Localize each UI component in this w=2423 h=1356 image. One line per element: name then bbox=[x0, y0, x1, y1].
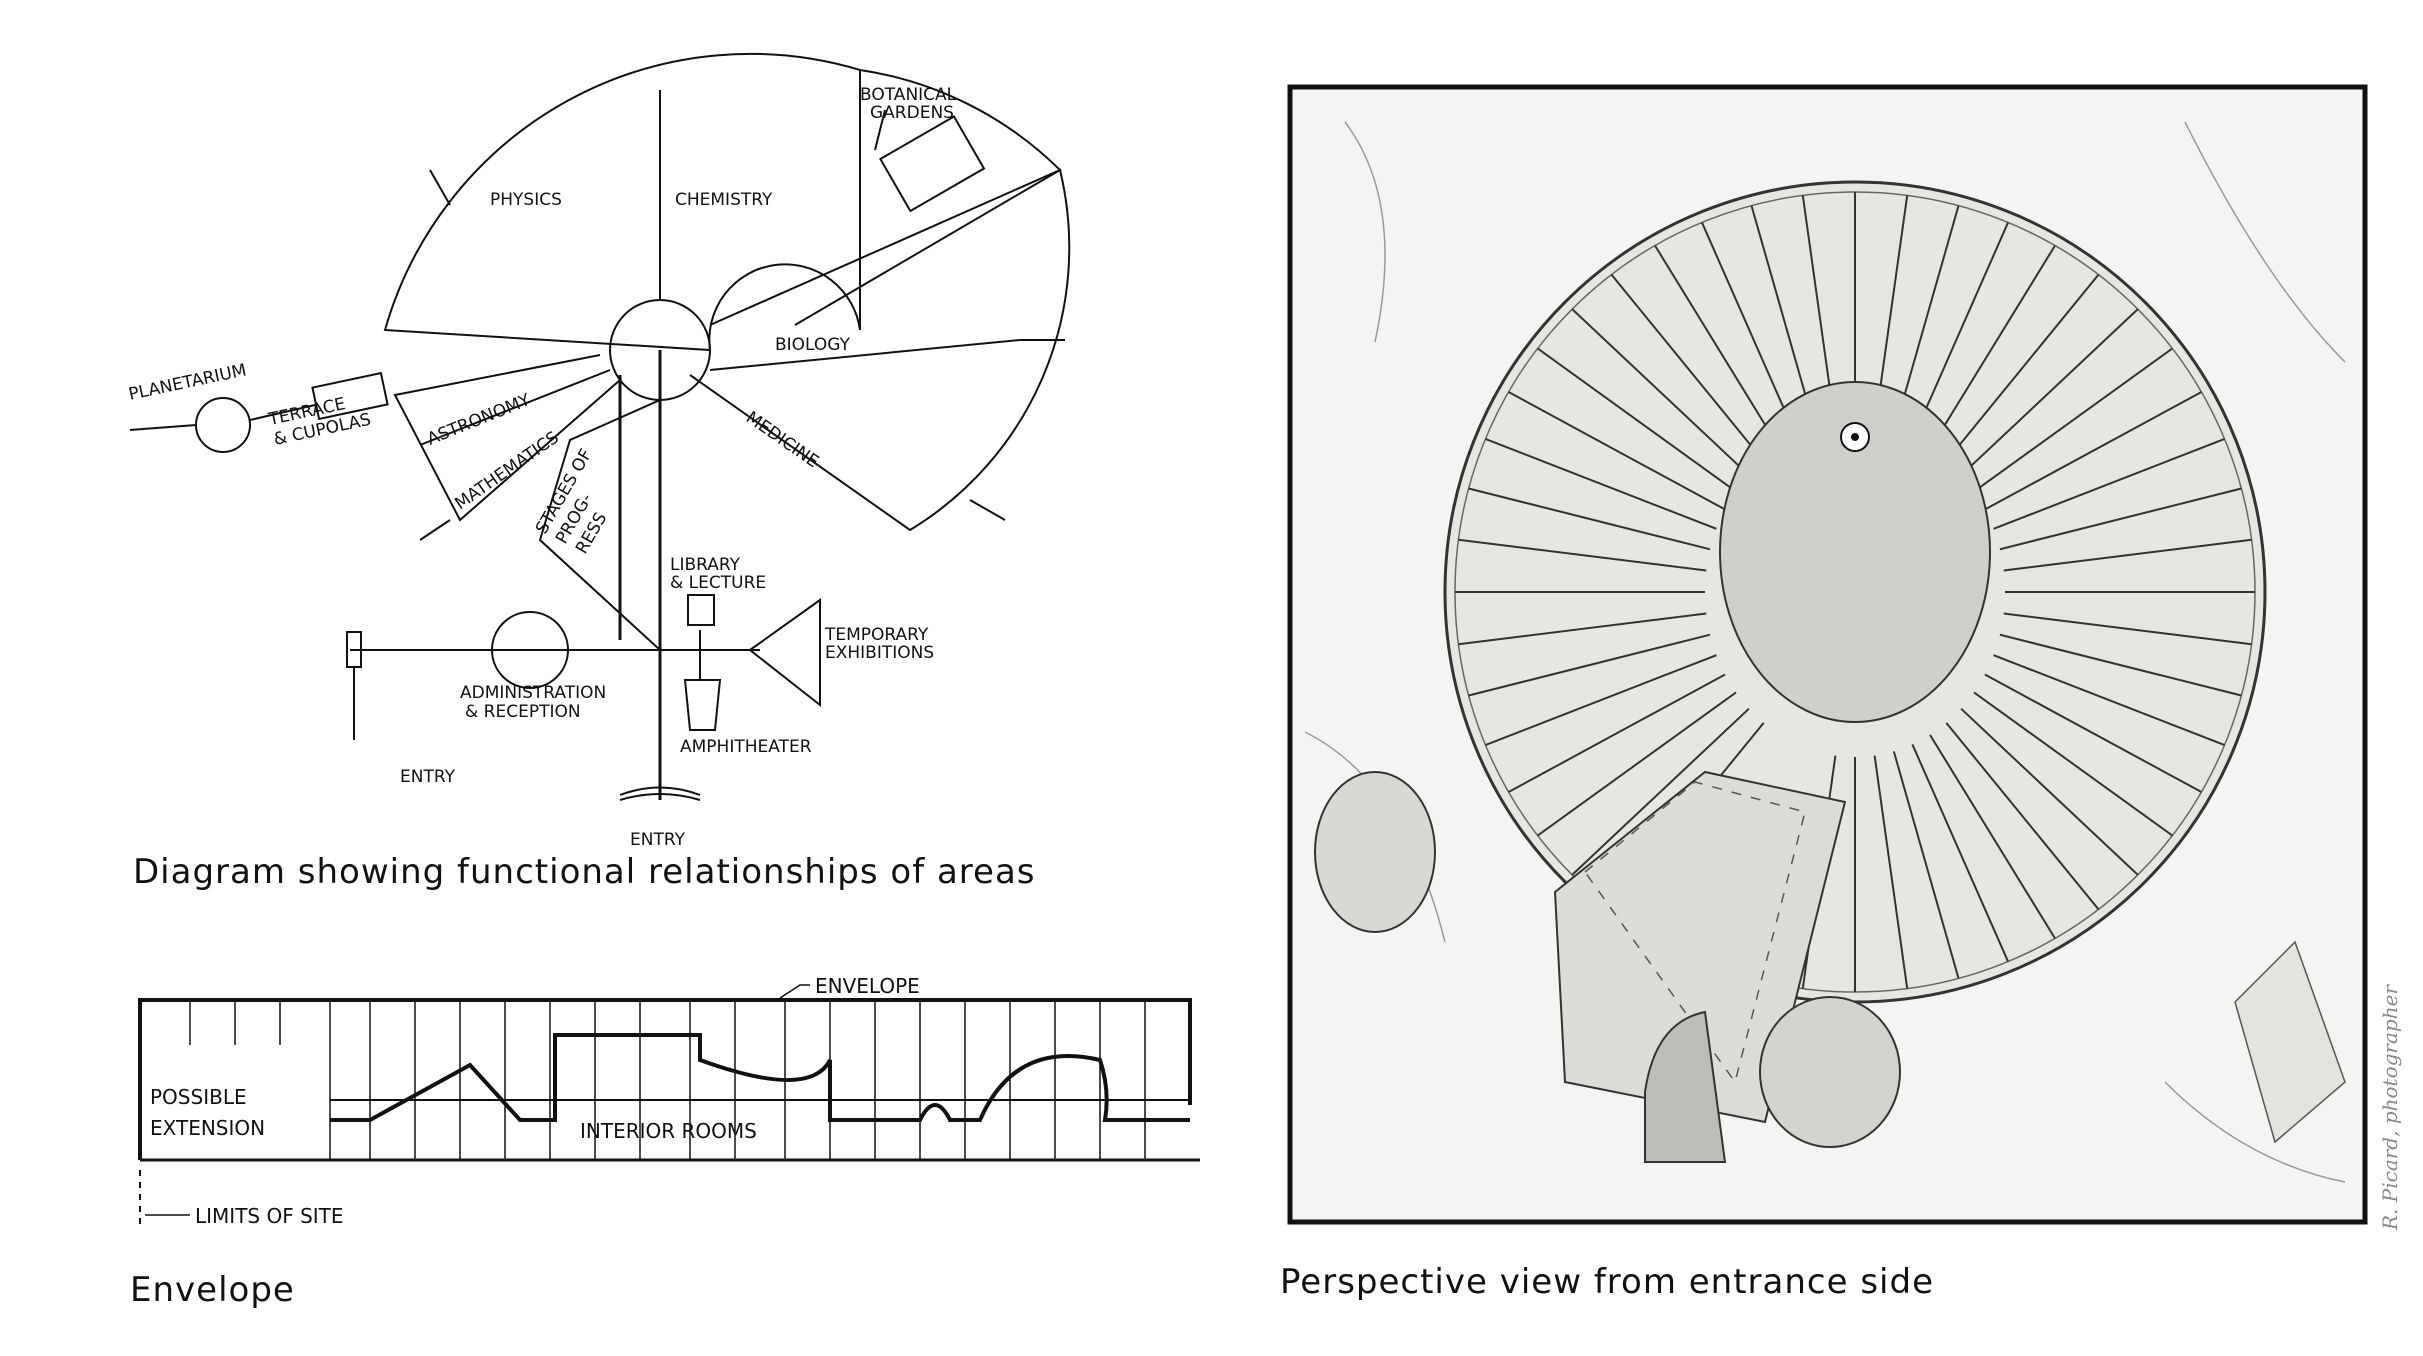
roof-rib bbox=[1892, 751, 1960, 979]
roof-rib bbox=[1458, 538, 1707, 572]
roof-rib bbox=[1973, 691, 2173, 837]
sector-physics-chemistry bbox=[383, 52, 861, 352]
photo-credit: R. Picard, photographer bbox=[2378, 985, 2402, 1230]
planetarium-dome bbox=[1314, 771, 1436, 933]
planetarium-circle bbox=[195, 397, 251, 453]
interior-rooms-profile bbox=[330, 1033, 1190, 1122]
label-library-2: & LECTURE bbox=[670, 573, 766, 593]
label-possible-2: EXTENSION bbox=[150, 1116, 265, 1140]
sector-astronomy-math bbox=[393, 354, 621, 522]
label-admin-1: ADMINISTRATION bbox=[460, 683, 606, 703]
roof-rib bbox=[1537, 691, 1737, 837]
roof-rib bbox=[1458, 612, 1707, 646]
label-chemistry: CHEMISTRY bbox=[675, 190, 773, 210]
label-entry-bottom: ENTRY bbox=[630, 830, 686, 850]
roof-rib bbox=[1929, 245, 2056, 450]
label-possible-1: POSSIBLE bbox=[150, 1085, 247, 1109]
label-envelope: ENVELOPE bbox=[815, 974, 920, 998]
roof-rib bbox=[1984, 391, 2202, 511]
roof-rib bbox=[1654, 245, 1781, 450]
roof-rib bbox=[1537, 347, 1737, 493]
terrace-box bbox=[311, 371, 389, 421]
roof-rib bbox=[2003, 612, 2252, 646]
roof-rib bbox=[1929, 734, 2056, 939]
label-botanical-1: BOTANICAL bbox=[860, 85, 957, 105]
roof-rib bbox=[1468, 487, 1711, 551]
label-botanical-2: GARDENS bbox=[870, 103, 954, 123]
sector-chemistry bbox=[794, 69, 1062, 326]
roof-rib bbox=[1984, 673, 2202, 793]
temporary-exhibitions-shape bbox=[748, 598, 821, 708]
roof-rib bbox=[1508, 391, 1726, 511]
roof-rib bbox=[1999, 633, 2242, 697]
envelope-leader bbox=[779, 984, 810, 999]
steps bbox=[2234, 940, 2346, 1144]
diagram-caption: Diagram showing functional relationships… bbox=[133, 852, 1036, 892]
roof-grid bbox=[1583, 781, 1806, 1084]
entry-hall bbox=[1644, 1010, 1727, 1163]
roof-rib bbox=[1945, 274, 2100, 462]
label-limits-of-site: LIMITS OF SITE bbox=[195, 1204, 344, 1228]
roof-rib bbox=[1960, 308, 2139, 477]
roof-rib bbox=[1960, 707, 2139, 876]
roof-rib bbox=[1999, 487, 2242, 551]
label-mathematics: MATHEMATICS bbox=[451, 428, 562, 514]
label-biology: BIOLOGY bbox=[775, 335, 851, 355]
label-astronomy: ASTRONOMY bbox=[424, 390, 533, 450]
label-medicine: MEDICINE bbox=[742, 408, 822, 472]
label-amphitheater: AMPHITHEATER bbox=[680, 737, 812, 757]
label-entry-left: ENTRY bbox=[400, 767, 456, 787]
library-box bbox=[687, 594, 715, 626]
label-admin-2: & RECEPTION bbox=[465, 702, 581, 722]
label-interior-rooms: INTERIOR ROOMS bbox=[580, 1119, 757, 1143]
roof-rib bbox=[2003, 538, 2252, 572]
envelope-section: ENVELOPE POSSIBLE EXTENSION INTERIOR ROO… bbox=[138, 974, 1200, 1228]
amphitheater-shape bbox=[683, 679, 722, 731]
label-physics: PHYSICS bbox=[490, 190, 562, 210]
roof-rib bbox=[1571, 707, 1750, 876]
roof-rib bbox=[1610, 274, 1765, 462]
label-library-1: LIBRARY bbox=[670, 555, 741, 575]
roof-rib bbox=[1701, 222, 1799, 440]
roof-rib bbox=[1571, 308, 1750, 477]
perspective-caption: Perspective view from entrance side bbox=[1280, 1262, 1934, 1302]
roof-rib bbox=[1993, 437, 2225, 530]
admin-circle bbox=[491, 611, 569, 689]
amphitheater-dome bbox=[1759, 996, 1901, 1148]
roof-rib bbox=[1911, 744, 2009, 962]
label-temporary-2: EXHIBITIONS bbox=[825, 643, 934, 663]
roof-rib bbox=[1973, 347, 2173, 493]
roof-rib bbox=[1485, 437, 1717, 530]
roof-rib bbox=[1911, 222, 2009, 440]
roof-rib bbox=[1945, 722, 2100, 910]
roof-rib bbox=[1993, 654, 2225, 747]
label-temporary-1: TEMPORARY bbox=[824, 625, 929, 645]
roof-rib bbox=[1873, 755, 1909, 989]
perspective-view bbox=[1287, 84, 2368, 1225]
botanical-gardens-box bbox=[878, 115, 986, 213]
roof-rib bbox=[1485, 654, 1717, 747]
functional-diagram: PHYSICS CHEMISTRY BOTANICAL GARDENS BIOL… bbox=[127, 52, 1071, 850]
central-cone bbox=[1719, 381, 1991, 723]
sector-biology-medicine bbox=[689, 168, 1071, 532]
roof-rib bbox=[1508, 673, 1726, 793]
roof-rib bbox=[1468, 633, 1711, 697]
envelope-caption: Envelope bbox=[130, 1270, 295, 1310]
